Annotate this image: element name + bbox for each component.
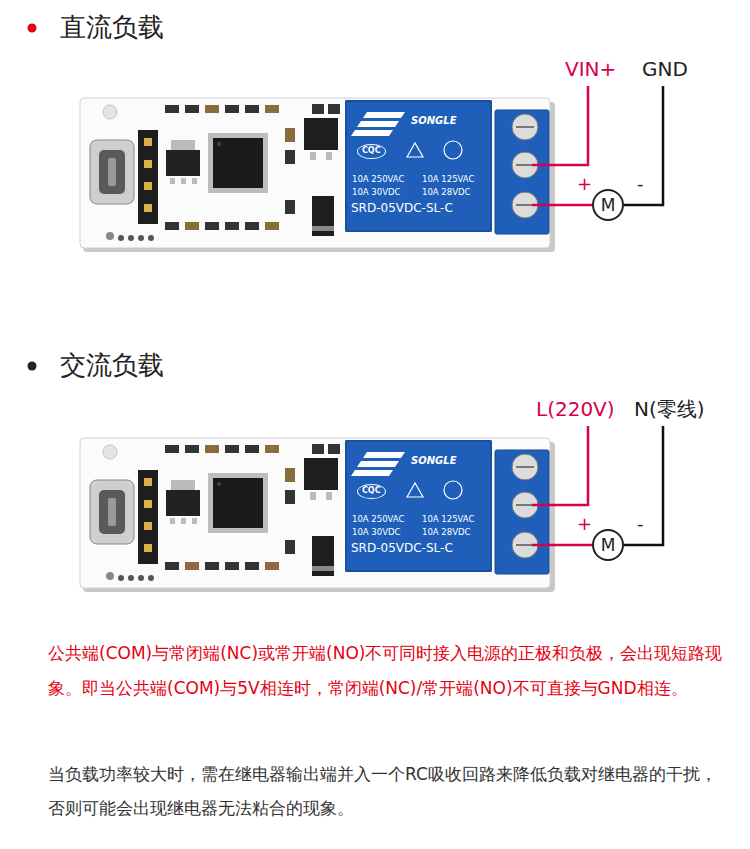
brand-name: SONGLE [411, 455, 456, 466]
rating-text: 10A 250VAC [352, 515, 404, 524]
brand-name: SONGLE [411, 115, 456, 126]
rating-text: 10A 125VAC [422, 175, 474, 184]
live-label: L(220V) [536, 397, 615, 421]
relay-body: SONGLE CQC 10A 250VAC 10A 125VAC 10A 30VDC 10… [345, 440, 492, 572]
polarity-mark: - [637, 173, 644, 195]
motor-symbol: M [592, 189, 624, 221]
cert-mark: CQC [357, 144, 386, 159]
rating-text: 10A 125VAC [422, 515, 474, 524]
motor-letter: M [601, 537, 616, 554]
rating-text: 10A 250VAC [352, 175, 404, 184]
power-label: VIN+ [565, 57, 616, 81]
neutral-label: N(零线) [634, 397, 705, 421]
ground-label: GND [642, 57, 688, 81]
usage-note: 当负载功率较大时，需在继电器输出端并入一个RC吸收回路来降低负载对继电器的干扰，… [48, 757, 724, 825]
motor-symbol: M [592, 529, 624, 561]
model-number: SRD-05VDC-SL-C [351, 542, 453, 555]
polarity-mark: - [637, 513, 644, 535]
section-heading: 交流负载 [60, 350, 164, 381]
rating-text: 10A 28VDC [422, 528, 470, 537]
polarity-mark: + [577, 173, 592, 195]
warning-note: 公共端(COM)与常闭端(NC)或常开端(NO)不可同时接入电源的正极和负极，会… [48, 636, 724, 706]
model-number: SRD-05VDC-SL-C [351, 202, 453, 215]
rating-text: 10A 28VDC [422, 188, 470, 197]
polarity-mark: + [577, 513, 592, 535]
rating-text: 10A 30VDC [352, 528, 400, 537]
motor-letter: M [601, 197, 616, 214]
section-heading: 直流负载 [60, 12, 164, 43]
rating-text: 10A 30VDC [352, 188, 400, 197]
cert-mark: CQC [357, 484, 386, 499]
relay-body: SONGLE CQC 10A 250VAC 10A 125VAC 10A 30VDC 10… [345, 100, 492, 232]
